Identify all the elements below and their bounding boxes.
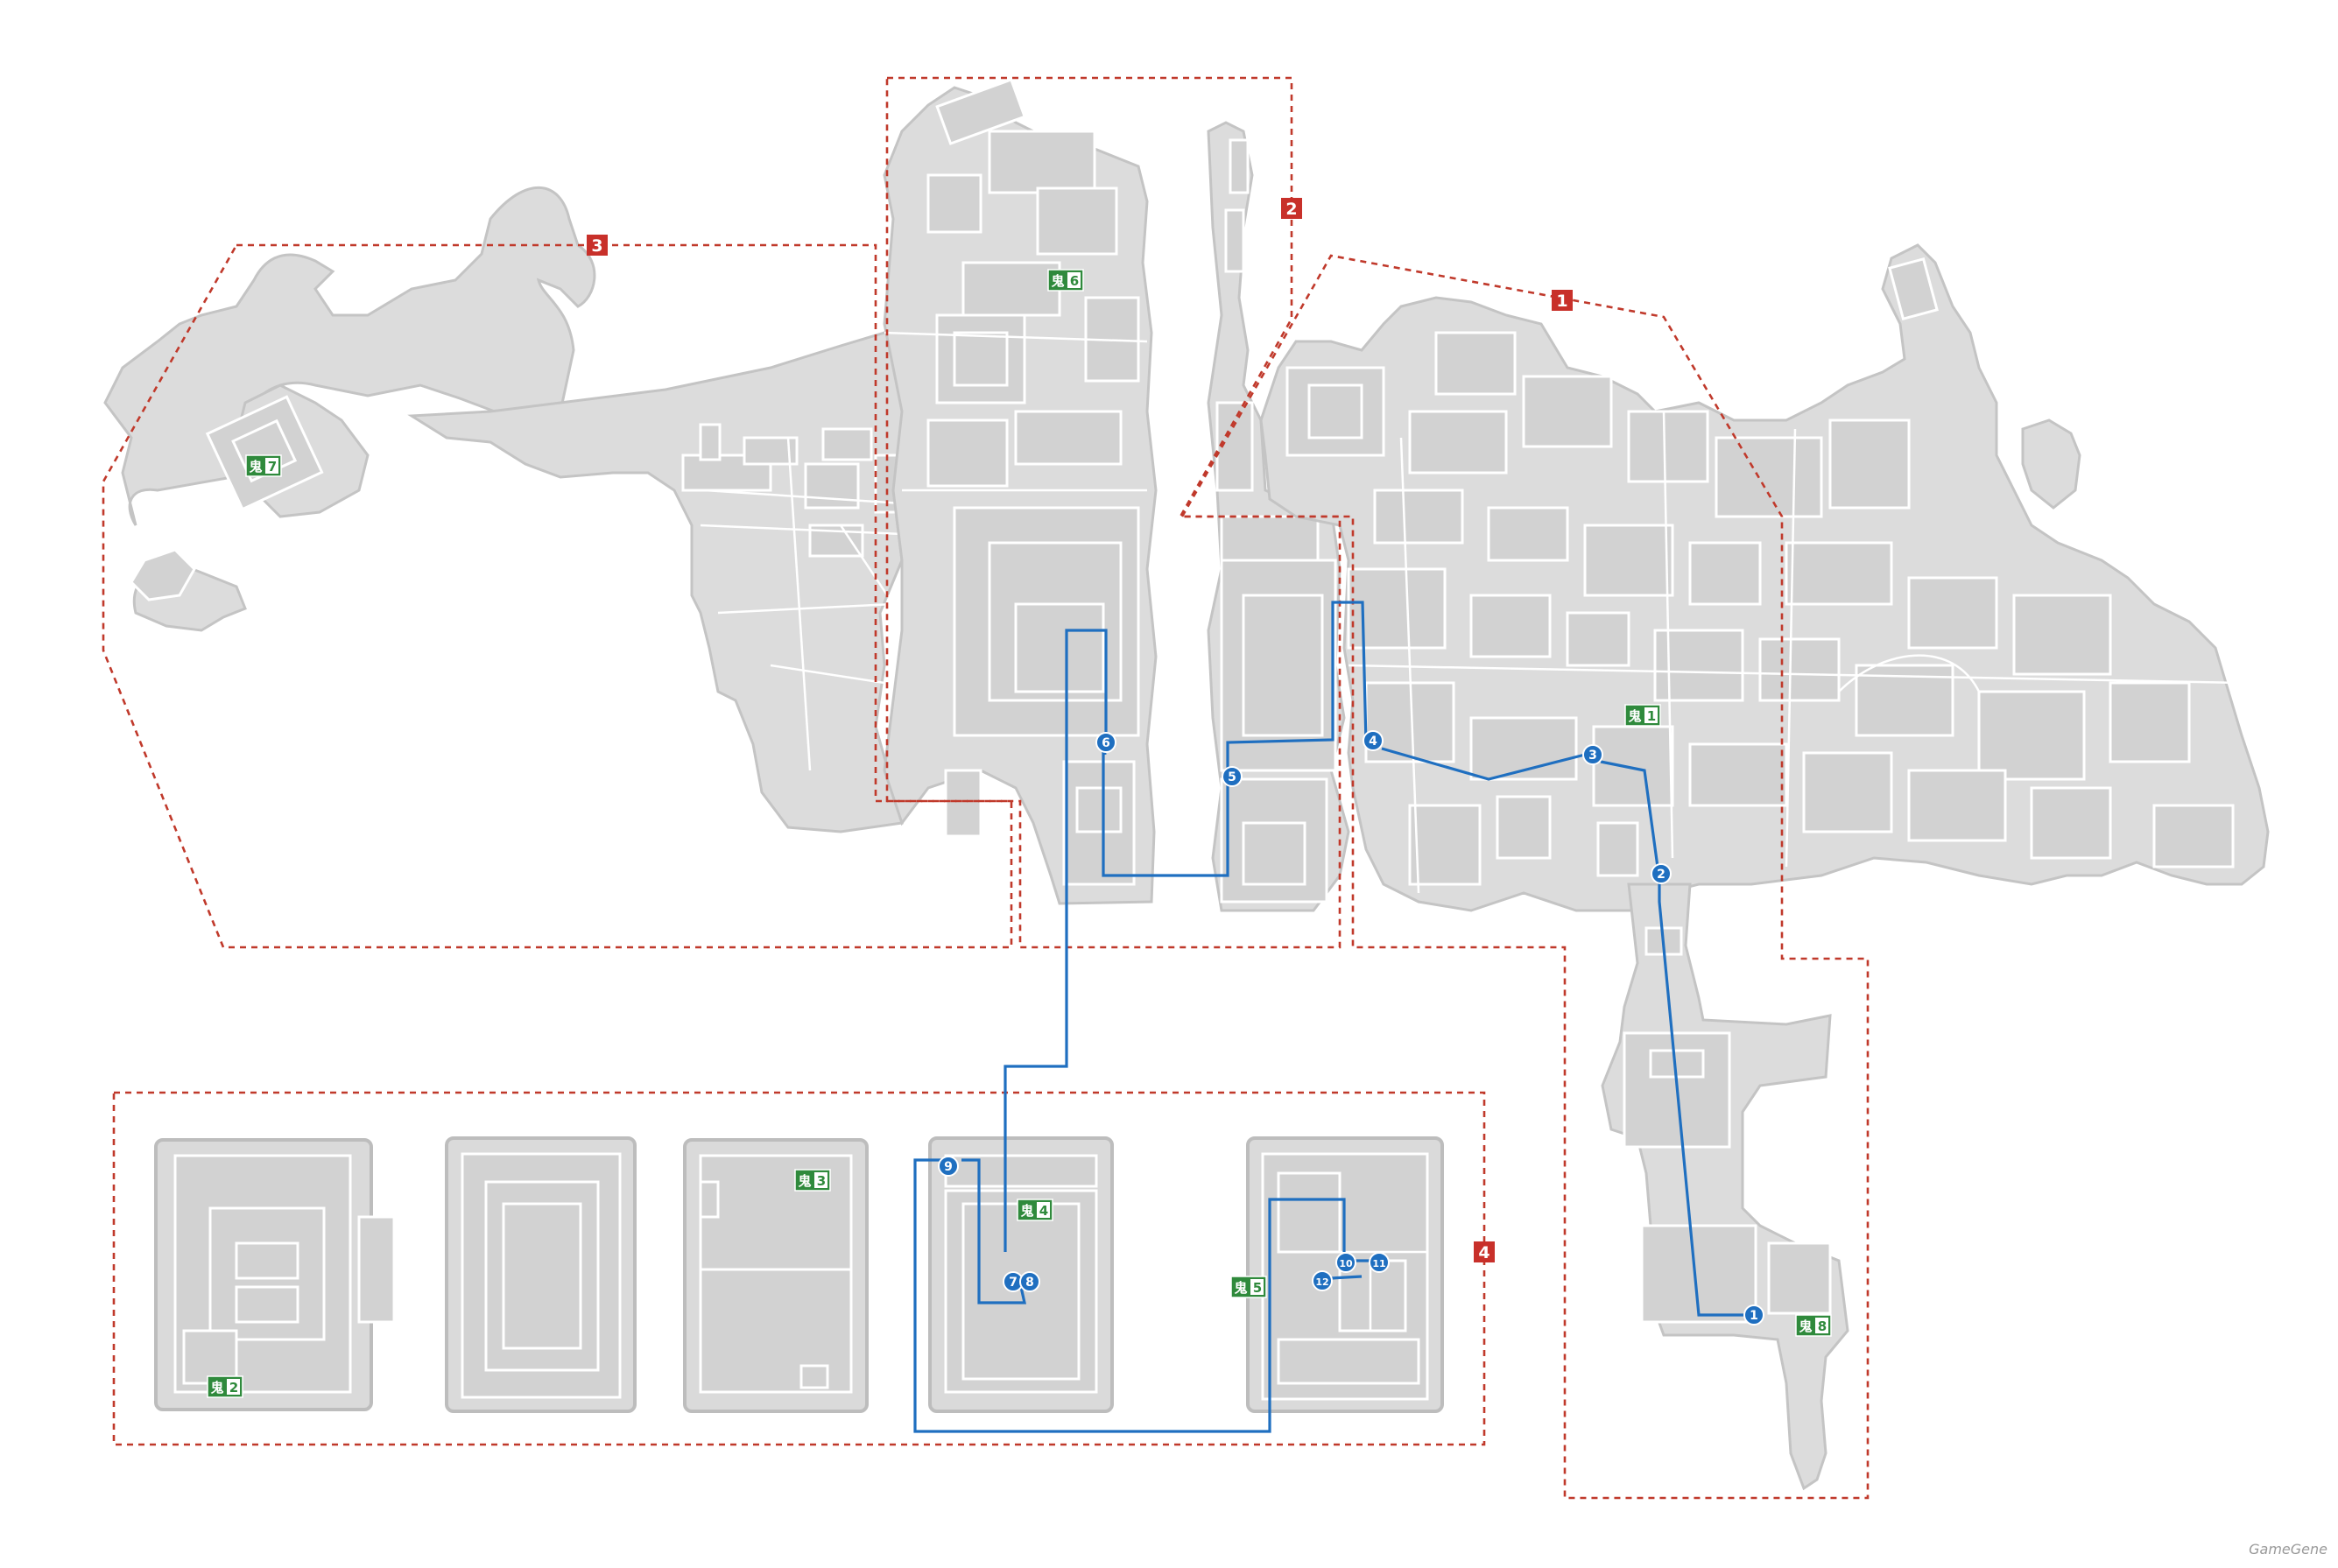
svg-text:12: 12 (1315, 1276, 1328, 1288)
oni-marker-4[interactable]: 鬼 4 (1017, 1199, 1053, 1221)
route-marker-6[interactable]: 6 (1095, 732, 1116, 753)
svg-text:1: 1 (1647, 708, 1656, 724)
svg-text:7: 7 (268, 459, 277, 475)
svg-text:6: 6 (1102, 736, 1110, 750)
svg-text:5: 5 (1253, 1280, 1262, 1296)
svg-text:鬼: 鬼 (210, 1380, 223, 1396)
route-marker-11[interactable]: 11 (1369, 1252, 1390, 1273)
route-marker-4[interactable]: 4 (1363, 730, 1384, 751)
svg-text:5: 5 (1228, 770, 1236, 784)
svg-text:鬼: 鬼 (798, 1173, 811, 1189)
svg-text:3: 3 (817, 1173, 826, 1189)
zone-label-2[interactable]: 2 (1281, 198, 1302, 219)
interior-panels (154, 1136, 1444, 1413)
route-marker-8[interactable]: 8 (1019, 1271, 1040, 1292)
svg-text:1: 1 (1750, 1309, 1758, 1323)
svg-text:6: 6 (1070, 273, 1079, 289)
svg-text:1: 1 (1556, 292, 1567, 311)
oni-marker-5[interactable]: 鬼 5 (1230, 1276, 1267, 1298)
oni-marker-1[interactable]: 鬼 1 (1624, 704, 1661, 727)
zone-label-1[interactable]: 1 (1552, 290, 1573, 311)
west-island (103, 186, 952, 833)
svg-text:8: 8 (1818, 1318, 1827, 1334)
route-path (913, 601, 1744, 1433)
oni-marker-2[interactable]: 鬼 2 (207, 1375, 243, 1398)
route-marker-2[interactable]: 2 (1651, 863, 1672, 884)
route-marker-3[interactable]: 3 (1582, 744, 1603, 765)
watermark-text: GameGene (2249, 1541, 2327, 1557)
svg-text:4: 4 (1369, 735, 1377, 749)
east-island (1259, 243, 2270, 912)
zone-label-3[interactable]: 3 (587, 235, 608, 256)
route-marker-5[interactable]: 5 (1222, 766, 1243, 787)
svg-text:鬼: 鬼 (1628, 708, 1641, 724)
svg-text:4: 4 (1478, 1243, 1489, 1262)
zone-label-4[interactable]: 4 (1474, 1241, 1495, 1262)
svg-text:9: 9 (944, 1160, 953, 1174)
oni-marker-6[interactable]: 鬼 6 (1047, 269, 1084, 292)
svg-text:4: 4 (1039, 1203, 1048, 1219)
svg-text:2: 2 (1657, 868, 1665, 882)
svg-text:鬼: 鬼 (1799, 1318, 1812, 1334)
oni-marker-3[interactable]: 鬼 3 (794, 1169, 831, 1192)
route-marker-10[interactable]: 10 (1335, 1252, 1356, 1273)
svg-text:8: 8 (1025, 1276, 1034, 1290)
oni-marker-7[interactable]: 鬼 7 (245, 454, 282, 477)
svg-text:10: 10 (1339, 1258, 1353, 1269)
route-marker-9[interactable]: 9 (938, 1156, 959, 1177)
south-peninsula (1601, 882, 1849, 1491)
route-marker-1[interactable]: 1 (1743, 1304, 1764, 1325)
svg-text:鬼: 鬼 (1051, 273, 1064, 289)
oni-marker-8[interactable]: 鬼 8 (1795, 1314, 1832, 1337)
svg-text:2: 2 (229, 1380, 238, 1396)
svg-text:鬼: 鬼 (249, 459, 262, 475)
svg-text:7: 7 (1009, 1276, 1018, 1290)
route-marker-12[interactable]: 12 (1312, 1270, 1333, 1291)
svg-text:鬼: 鬼 (1234, 1280, 1247, 1296)
svg-text:鬼: 鬼 (1020, 1203, 1033, 1219)
svg-text:2: 2 (1285, 200, 1297, 219)
svg-text:11: 11 (1372, 1258, 1385, 1269)
svg-text:3: 3 (1588, 749, 1597, 763)
svg-text:3: 3 (591, 236, 602, 256)
